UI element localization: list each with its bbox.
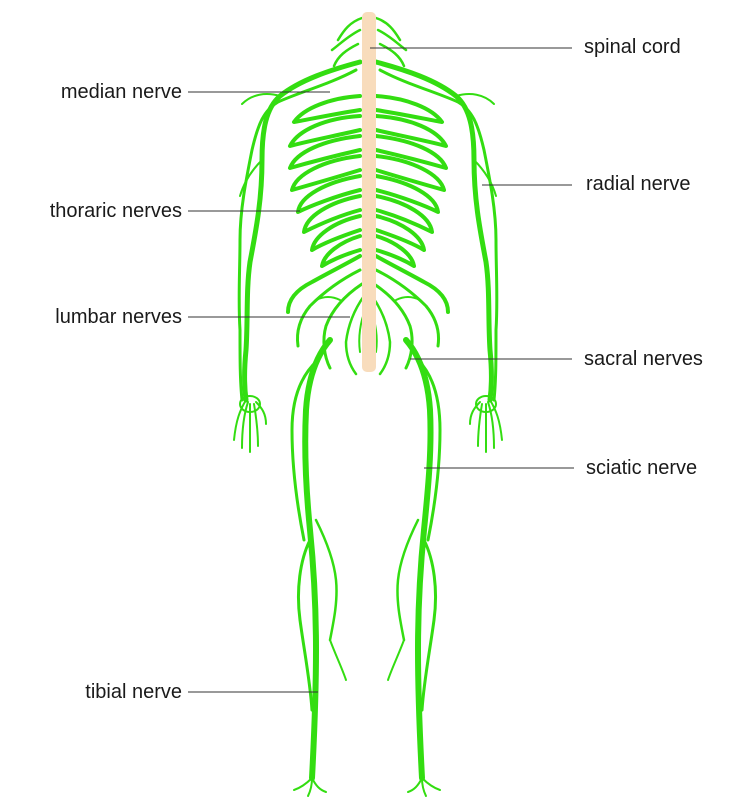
thoracic-nerves (288, 94, 448, 268)
label-sacral-nerves: sacral nerves (584, 348, 703, 370)
leg-nerves (290, 337, 442, 797)
lumbar-sacral-nerves (286, 254, 450, 377)
leader-lines (188, 47, 574, 693)
spinal-cord-shape (362, 12, 376, 372)
label-tibial-nerve: tibial nerve (85, 681, 182, 703)
neck-nerves (330, 16, 408, 68)
label-spinal-cord: spinal cord (584, 36, 681, 58)
label-sciatic-nerve: sciatic nerve (586, 457, 698, 479)
label-lumbar-nerves: lumbar nerves (55, 306, 182, 328)
label-radial-nerve: radial nerve (586, 173, 691, 195)
arm-nerves (233, 59, 503, 453)
label-median-nerve: median nerve (60, 81, 182, 103)
label-thoraric-nerves: thoraric nerves (49, 200, 182, 222)
